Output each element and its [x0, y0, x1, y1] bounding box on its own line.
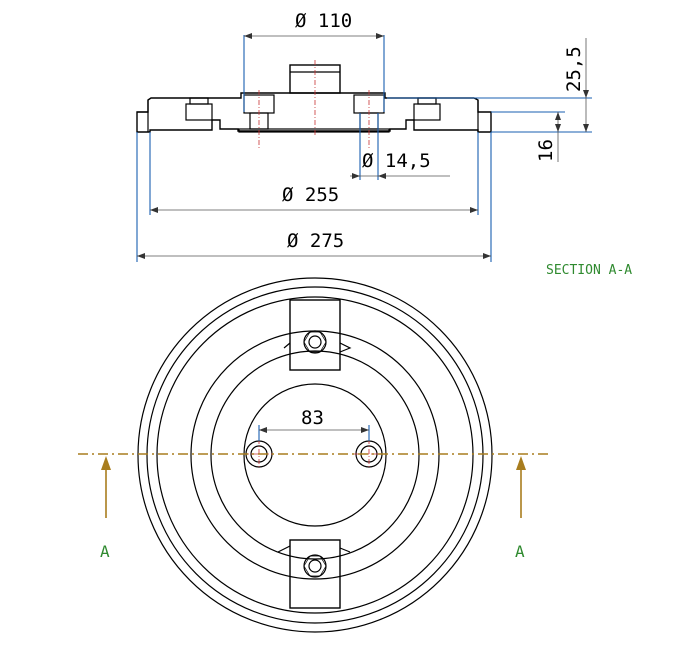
top-boss [289, 64, 341, 94]
section-body [136, 92, 492, 133]
section-view [136, 35, 592, 262]
arrow-h16-top [555, 112, 561, 120]
cutting-plane: A A [78, 453, 552, 561]
arrow-h25-5-bottom [583, 124, 589, 132]
center-circle [243, 383, 387, 527]
arrow-h25-5-top [583, 90, 589, 98]
section-title: SECTION A-A [546, 263, 632, 278]
dim-h16-label: 16 [535, 139, 557, 162]
arrow-d255-right [470, 207, 478, 213]
clamp-top [289, 299, 341, 371]
dim-d14-5-label: Ø 14,5 [362, 150, 431, 172]
outer-circle-2 [146, 286, 484, 624]
clamp-bottom-edge [277, 545, 351, 553]
section-mark-right: A [515, 542, 525, 561]
pocket-right-top [417, 97, 437, 105]
clamp-top-bolt-inner [308, 335, 322, 349]
arrow-d110-left [244, 33, 252, 39]
view-arrow-right-head [516, 456, 526, 470]
outer-circle [137, 277, 493, 633]
clamp-bottom-hex [303, 555, 327, 577]
arrow-83-right [361, 427, 369, 433]
section-mark-left: A [100, 542, 110, 561]
arrow-d14-5-right [378, 173, 386, 179]
arrow-d255-left [150, 207, 158, 213]
clamp-top-hex [303, 331, 327, 353]
mid-circle [190, 330, 440, 580]
flange-circle [156, 296, 474, 614]
dim-h25-5-label: 25,5 [563, 46, 585, 92]
dim-d275-label: Ø 275 [287, 230, 344, 252]
clamp-bottom-bolt-inner [308, 559, 322, 573]
dim-d255-label: Ø 255 [282, 184, 339, 206]
top-view: 83 [137, 277, 493, 633]
view-arrow-left-head [101, 456, 111, 470]
arrow-d14-5-left [352, 173, 360, 179]
clamp-top-edge [283, 342, 352, 353]
dim-d110-label: Ø 110 [295, 10, 352, 32]
arrow-d275-right [483, 253, 491, 259]
pocket-left-top [189, 97, 209, 105]
bottom-recess [238, 128, 390, 133]
dim-83-label: 83 [301, 407, 324, 429]
clamp-bottom-bolt-outer [303, 554, 327, 578]
arrow-83-left [259, 427, 267, 433]
pocket-left [185, 103, 213, 121]
mid-circle-2 [210, 350, 420, 560]
arrow-d275-left [137, 253, 145, 259]
pocket-right [413, 103, 441, 121]
clamp-bottom [289, 539, 341, 609]
arrow-h16-bottom [555, 124, 561, 132]
dimensions: Ø 110 25,5 16 Ø 14,5 Ø 255 Ø 275 [137, 10, 589, 259]
clamp-top-bolt-outer [303, 330, 327, 354]
arrow-d110-right [376, 33, 384, 39]
